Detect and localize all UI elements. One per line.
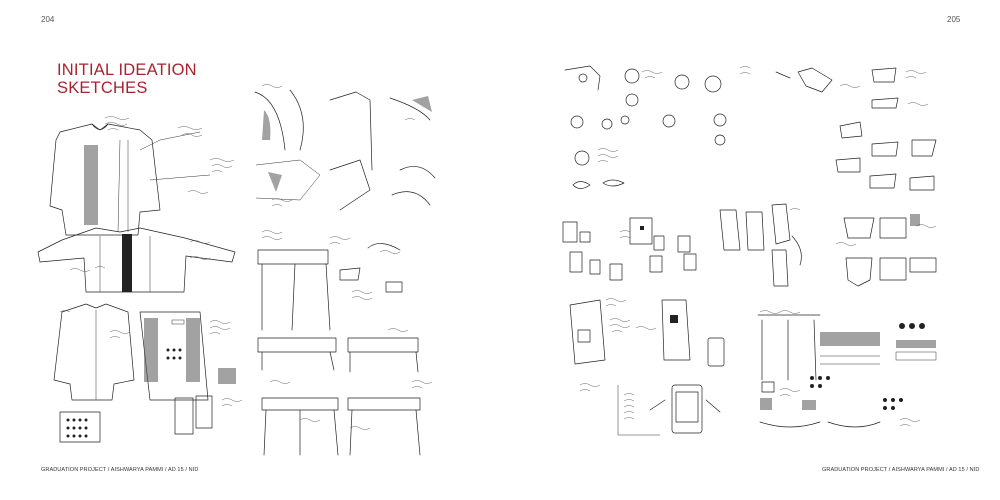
sketch-trousers-details: [257, 328, 433, 456]
footer-right: GRADUATION PROJECT / AISHWARYA PAMMI / A…: [822, 467, 980, 473]
sketch-pocket-studies: [835, 214, 937, 287]
sketch-inner-panel-dots: [139, 311, 243, 435]
sketch-trousers-waistband: [257, 230, 403, 331]
title-line-2: SKETCHES: [57, 79, 148, 97]
sketch-shirt-front-buttons: [53, 303, 135, 443]
page-title: INITIAL IDEATION SKETCHES: [57, 61, 197, 97]
page-number-right: 205: [947, 15, 961, 24]
sketch-cufflink-boxes: [562, 217, 697, 281]
sketch-shirt-back-panels: [49, 116, 235, 236]
sketch-collar-studies: [775, 67, 937, 191]
sketch-trim-details: [757, 310, 937, 428]
sketch-button-studies: [564, 65, 751, 189]
sketch-sleeve-cuffs: [719, 203, 802, 287]
sketch-shoulder-detail: [254, 84, 436, 211]
footer-left: GRADUATION PROJECT / AISHWARYA PAMMI / A…: [41, 467, 199, 473]
sketch-shirt-back-zipper: [37, 227, 236, 293]
title-line-1: INITIAL IDEATION: [57, 61, 197, 79]
page-number-left: 204: [41, 15, 55, 24]
sketch-smart-cuff-phone: [569, 298, 725, 436]
